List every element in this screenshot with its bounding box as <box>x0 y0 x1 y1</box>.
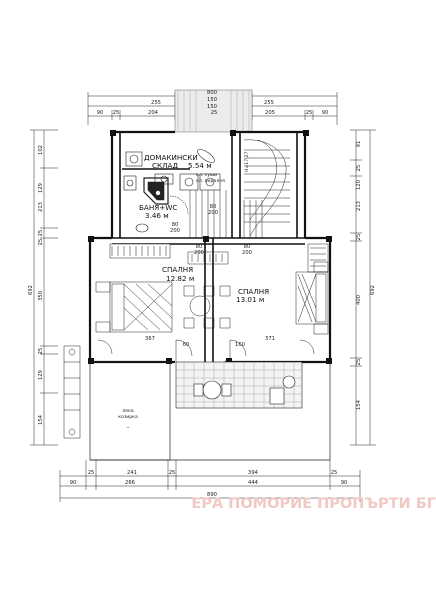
dim-bottom-seg-1: 241 <box>127 470 137 476</box>
dim-bottom-seg-3: 394 <box>248 470 259 476</box>
bedroom-1-furniture <box>95 243 173 333</box>
dim-bottom-total: 890 <box>207 492 217 498</box>
note-elec-washer: ел. пералня <box>196 179 225 184</box>
dim-inner-80-1: 80 <box>172 222 179 228</box>
dim-bottom-mid-0: 90 <box>70 480 77 486</box>
corridor-furniture <box>183 251 231 329</box>
dim-bottom-seg-0: 25 <box>88 470 95 476</box>
entrance-hatch <box>177 90 250 132</box>
dim-inner-160: 160 <box>235 342 245 348</box>
stair-height-label: Н=17,27 <box>244 151 250 172</box>
dim-top-total: 800 <box>207 90 217 96</box>
room-bedroom-2-area: 13.01 м <box>236 295 264 304</box>
canopy-label-1: лека <box>122 409 134 414</box>
door-swings <box>97 339 315 362</box>
entrance-area <box>174 89 253 133</box>
dim-inner-371: 371 <box>265 336 275 342</box>
column-posts <box>88 130 332 364</box>
dim-top-left: 255 <box>151 100 161 106</box>
dim-left-seg-1: 129 <box>38 183 44 193</box>
dim-inner-80-4: 80 <box>210 204 217 210</box>
dim-inner-367: 367 <box>145 336 155 342</box>
room-bath-area: 3.46 м <box>145 211 169 220</box>
dim-right-seg-1: 120 <box>356 180 362 190</box>
canopy-label-2: козирка <box>118 415 138 420</box>
right-dimensions <box>350 129 376 446</box>
dim-inner-80-2: 80 <box>196 244 203 250</box>
room-storage-area: 5.54 м <box>188 161 212 170</box>
dim-left-seg-5: 350 <box>38 291 44 301</box>
storage-appliances <box>179 149 221 191</box>
left-railing <box>63 345 81 439</box>
bottom-dimensions <box>59 460 361 502</box>
dim-inner-200-2: 200 <box>194 250 204 256</box>
dim-left-seg-4: 25 <box>38 239 44 246</box>
dim-inner-80-3: 80 <box>244 244 251 250</box>
dim-bottom-mid-1: 266 <box>125 480 135 486</box>
terrace-furniture <box>193 375 296 405</box>
dim-top-seg-4: 205 <box>265 110 275 116</box>
dim-bottom-mid-3: 90 <box>341 480 348 486</box>
dim-bottom-mid-2: 444 <box>248 480 259 486</box>
dim-top-seg-0: 90 <box>97 110 104 116</box>
dim-right-seg-4: 25 <box>356 234 362 241</box>
dim-bottom-seg-4: 25 <box>331 470 338 476</box>
dim-left-outer: 692 <box>28 285 34 295</box>
dim-right-outer: 692 <box>370 285 376 295</box>
dim-left-seg-8: 154 <box>38 414 44 425</box>
room-bedroom-1-area: 12.82 м <box>166 274 194 283</box>
dim-right-seg-0: 91 <box>356 141 362 148</box>
staircase <box>243 139 290 237</box>
dim-top-seg-5: 25 <box>306 110 313 116</box>
dim-left-seg-6: 25 <box>38 348 44 355</box>
dim-right-seg-5: 400 <box>356 295 362 305</box>
dim-bottom-seg-2: 25 <box>169 470 176 476</box>
dim-top-seg-3: 25 <box>211 110 218 116</box>
room-storage-name-2: СКЛАД <box>152 161 178 170</box>
dim-top-seg-1: 25 <box>113 110 120 116</box>
dim-right-seg-7: 154 <box>356 399 362 410</box>
dim-top-center-2: 150 <box>207 104 217 110</box>
note-elec-dryer: ел. суши <box>196 173 217 178</box>
dim-left-seg-7: 129 <box>38 370 44 380</box>
dim-right-seg-6: 25 <box>356 359 362 366</box>
left-dimensions <box>30 129 58 446</box>
dim-top-seg-2: 204 <box>148 110 159 116</box>
dim-left-seg-2: 25 <box>38 230 44 237</box>
dim-top-center-1: 150 <box>207 97 217 103</box>
dim-inner-200-3: 200 <box>242 250 252 256</box>
dim-top-right: 255 <box>264 100 274 106</box>
canopy-arrow: ⌄ <box>126 425 130 430</box>
dim-right-seg-2: 25 <box>356 165 362 172</box>
corridor-steps <box>189 190 263 238</box>
room-bedroom-1-name: СПАЛНЯ <box>162 265 193 274</box>
dim-right-seg-3: 213 <box>356 201 362 211</box>
bathroom-fixtures <box>123 151 189 233</box>
watermark: ЕРА ПОМОРИЕ ПРОПЪРТИ БГ <box>191 496 436 512</box>
room-bedroom-2-name: СПАЛНЯ <box>238 287 269 296</box>
dim-top-seg-6: 90 <box>322 110 329 116</box>
dim-inner-200-1: 200 <box>170 228 180 234</box>
dim-inner-60: 60 <box>183 342 190 348</box>
room-storage-name: ДОМАКИНСКИ <box>144 153 198 162</box>
dim-left-seg-0: 102 <box>38 145 44 155</box>
dim-inner-200-4: 200 <box>208 210 218 216</box>
dim-left-seg-3: 213 <box>38 202 44 212</box>
bedroom-2-furniture <box>295 243 329 335</box>
room-bath-name: БАНЯ+WC <box>139 203 177 212</box>
